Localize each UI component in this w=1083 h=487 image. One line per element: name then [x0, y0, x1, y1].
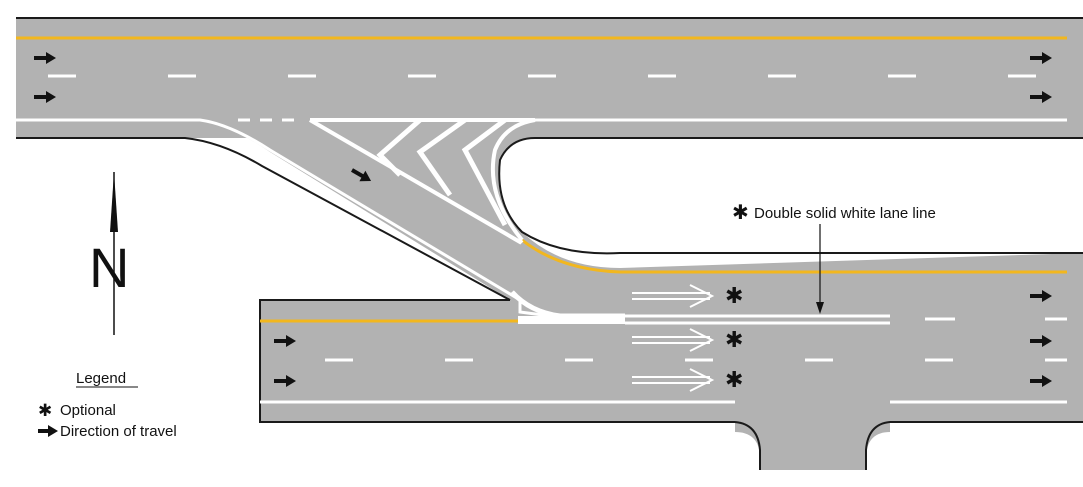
- optional-mark-1: ✱: [725, 283, 743, 308]
- arrow-right-icon: [34, 52, 56, 64]
- ramp-road: [16, 120, 600, 320]
- north-arrow-head-icon: [110, 172, 118, 232]
- cross-street: [735, 410, 890, 470]
- hollow-arrow-2: [632, 328, 715, 352]
- annotation-text: Double solid white lane line: [754, 205, 936, 222]
- north-letter: N: [89, 236, 129, 299]
- cross-street-left-edge: [734, 421, 761, 470]
- yellow-lines: [16, 36, 1067, 323]
- arrow-right-icon: [1030, 52, 1052, 64]
- white-markings: [16, 74, 1067, 404]
- optional-mark-2: ✱: [725, 327, 743, 352]
- annotation-arrowhead: [816, 302, 824, 314]
- cross-street-right-edge: [865, 421, 1083, 470]
- right-connector: [499, 160, 1083, 300]
- arrow-right-icon: [1030, 290, 1052, 302]
- optional-mark-3: ✱: [725, 367, 743, 392]
- hollow-arrow-1: [632, 284, 715, 308]
- arrow-right-icon: [38, 425, 58, 437]
- arrow-right-icon: [1030, 375, 1052, 387]
- direction-arrows: [34, 52, 1052, 387]
- top-left-lower-edge: [16, 137, 511, 301]
- legend-item-direction: Direction of travel: [60, 423, 177, 440]
- optional-marks: ✱ ✱ ✱: [725, 283, 743, 392]
- pavement-edges: [16, 17, 1083, 470]
- arrow-right-icon: [1030, 335, 1052, 347]
- arrow-right-icon: [274, 335, 296, 347]
- arrow-diagonal-icon: [351, 168, 372, 182]
- arrow-right-icon: [274, 375, 296, 387]
- ramp-yellow-line: [521, 238, 1067, 274]
- arrow-right-icon: [34, 91, 56, 103]
- left-island: [0, 138, 500, 487]
- double-line-annotation: ✱ Double solid white lane line: [732, 202, 936, 314]
- arrow-right-icon: [1030, 91, 1052, 103]
- ramp-curve-line: [510, 290, 625, 319]
- legend: Legend ✱ Optional Direction of travel: [38, 370, 177, 440]
- gore-right-line: [490, 118, 536, 242]
- annotation-star: ✱: [732, 202, 749, 224]
- north-arrow: N: [89, 172, 129, 335]
- hollow-lane-arrows: [632, 284, 715, 392]
- legend-item-optional: Optional: [60, 402, 116, 419]
- channelizing-line: [308, 118, 524, 245]
- chevron-1: [376, 118, 422, 177]
- legend-title: Legend: [76, 370, 126, 387]
- lower-road: [260, 300, 1083, 422]
- chevron-3: [461, 118, 508, 227]
- asterisk-icon: ✱: [38, 401, 52, 420]
- island-edge: [498, 137, 1083, 255]
- hollow-arrow-3: [632, 368, 715, 392]
- lower-road-top-edge: [259, 299, 735, 423]
- chevron-2: [416, 117, 467, 197]
- gore-island: [499, 138, 1083, 258]
